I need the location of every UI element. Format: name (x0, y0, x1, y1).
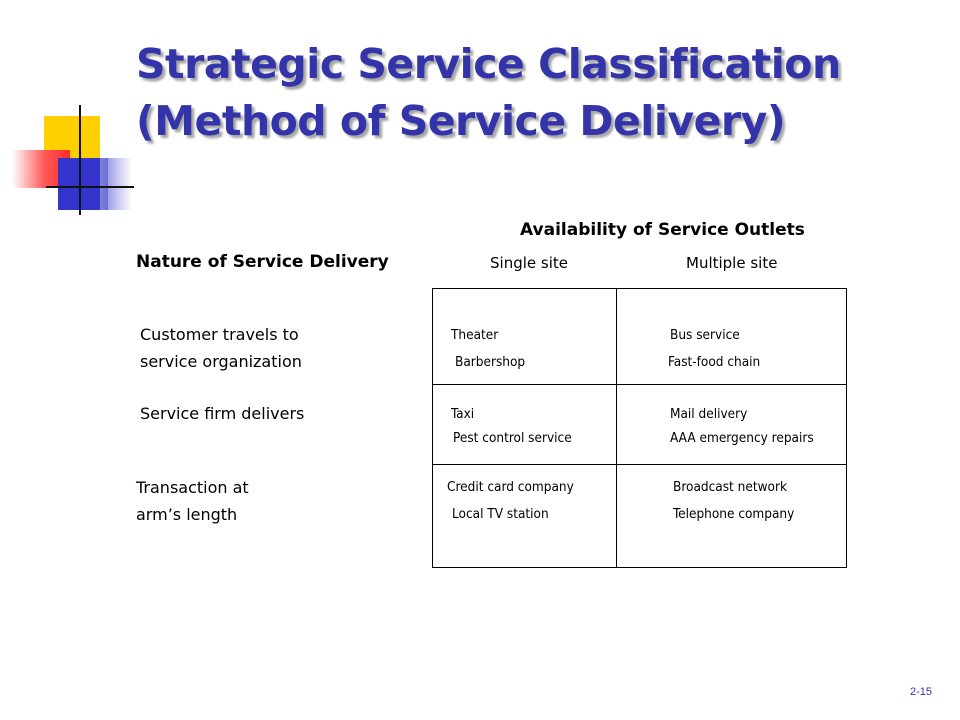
page-number: 2-15 (910, 686, 933, 698)
slide-title-line2: (Method of Service Delivery) (136, 97, 786, 145)
row-label-transaction-at: Transaction at (136, 478, 249, 497)
column-multiple-site: Multiple site (686, 254, 778, 272)
grid-divider-1 (433, 384, 846, 385)
logo-blue-fade (100, 158, 132, 210)
row-label-arms-length: arm’s length (136, 505, 238, 524)
logo-vertical-line (79, 105, 81, 215)
cell-aaa-emergency-repairs: AAA emergency repairs (670, 430, 814, 446)
cell-mail-delivery: Mail delivery (670, 406, 748, 422)
slide-title-line1: Strategic Service Classification (136, 40, 841, 88)
grid-vertical-divider (616, 289, 617, 567)
grid-divider-2 (433, 464, 846, 465)
classification-grid (432, 288, 847, 568)
cell-bus-service: Bus service (670, 327, 740, 343)
row-label-service-organization: service organization (140, 352, 302, 371)
cell-barbershop: Barbershop (455, 354, 526, 370)
availability-header: Availability of Service Outlets (520, 220, 805, 240)
logo-blue-square (58, 158, 108, 210)
column-single-site: Single site (490, 254, 568, 272)
cell-theater: Theater (451, 327, 499, 343)
cell-taxi: Taxi (451, 406, 475, 422)
cell-fast-food-chain: Fast-food chain (668, 354, 761, 370)
slide-title: Strategic Service Classification (Method… (136, 36, 841, 150)
row-label-customer-travels: Customer travels to (140, 325, 299, 344)
logo-horizontal-line (46, 186, 134, 188)
decorative-logo (0, 0, 140, 230)
cell-pest-control-service: Pest control service (453, 430, 572, 446)
cell-broadcast-network: Broadcast network (673, 479, 787, 495)
nature-header: Nature of Service Delivery (136, 252, 389, 272)
cell-local-tv-station: Local TV station (452, 506, 549, 522)
cell-telephone-company: Telephone company (673, 506, 795, 522)
cell-credit-card-company: Credit card company (447, 479, 574, 495)
row-label-service-firm-delivers: Service firm delivers (140, 404, 305, 423)
